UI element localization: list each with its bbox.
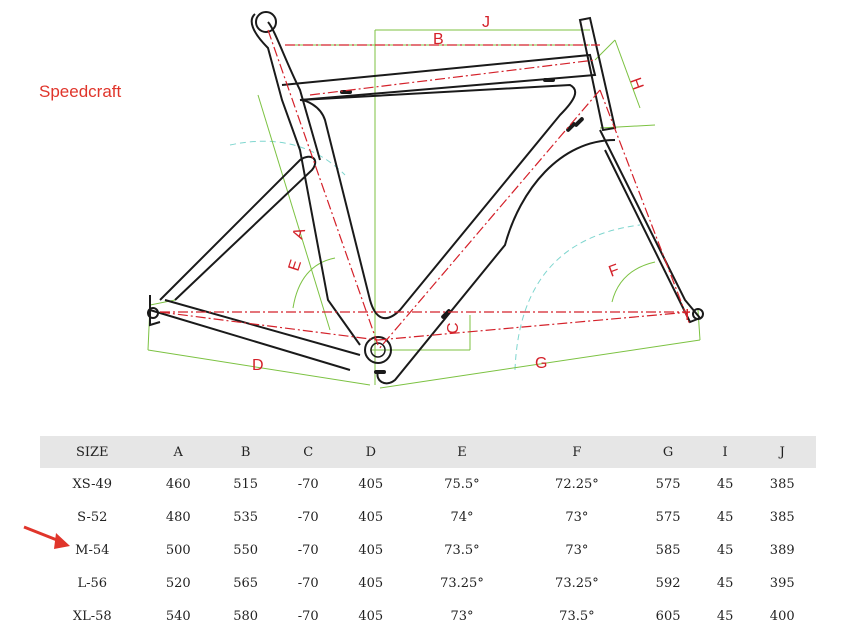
dimension-lines bbox=[159, 29, 691, 351]
dim-label-g: G bbox=[535, 355, 547, 372]
cell-d: 405 bbox=[358, 609, 384, 624]
cell-a: 520 bbox=[165, 576, 191, 591]
size-row-xl-58: XL-58 540 580 -70 405 73° 73.5° 605 45 400 bbox=[40, 600, 816, 633]
cell-g: 585 bbox=[655, 543, 681, 558]
angle-arcs bbox=[229, 140, 641, 371]
cell-d: 405 bbox=[358, 510, 384, 525]
cell-a: 460 bbox=[165, 477, 191, 492]
header-c: C bbox=[279, 436, 338, 468]
frame-tubes bbox=[149, 13, 702, 385]
bottom-bracket bbox=[364, 336, 392, 364]
cell-d: 405 bbox=[358, 576, 384, 591]
size-row-xs-49: XS-49 460 515 -70 405 75.5° 72.25° 575 45 385 bbox=[40, 468, 816, 501]
cell-c: -70 bbox=[297, 576, 319, 591]
rear-dropout bbox=[147, 307, 159, 319]
cell-a: 500 bbox=[165, 543, 191, 558]
cell-c: -70 bbox=[297, 543, 319, 558]
dim-label-e: E bbox=[286, 258, 305, 273]
cell-f: 73° bbox=[565, 543, 589, 558]
cell-j: 400 bbox=[769, 609, 795, 624]
header-i: I bbox=[701, 436, 749, 468]
cell-e: 75.5° bbox=[444, 477, 480, 492]
dim-label-d: D bbox=[252, 357, 264, 374]
cell-a: 480 bbox=[165, 510, 191, 525]
cell-g: 592 bbox=[655, 576, 681, 591]
header-j: J bbox=[748, 436, 816, 468]
size-row-s-52: S-52 480 535 -70 405 74° 73° 575 45 385 bbox=[40, 501, 816, 534]
cell-i: 45 bbox=[716, 576, 734, 591]
dim-label-b: B bbox=[433, 31, 444, 48]
highlight-arrow-icon bbox=[23, 525, 70, 549]
cell-j: 389 bbox=[769, 543, 795, 558]
header-d: D bbox=[337, 436, 405, 468]
cell-f: 73.25° bbox=[555, 576, 599, 591]
header-size: SIZE bbox=[40, 436, 145, 468]
cell-i: 45 bbox=[716, 510, 734, 525]
cell-i: 45 bbox=[716, 543, 734, 558]
size-table: SIZE A B C D E F G I J XS-49 460 515 -70 405… bbox=[40, 436, 816, 633]
cell-size: M-54 bbox=[75, 543, 110, 558]
cell-c: -70 bbox=[297, 510, 319, 525]
size-row-m-54: M-54 500 550 -70 405 73.5° 73° 585 45 389 bbox=[40, 534, 816, 567]
cell-b: 535 bbox=[233, 510, 259, 525]
cell-c: -70 bbox=[297, 609, 319, 624]
cell-d: 405 bbox=[358, 477, 384, 492]
header-g: G bbox=[634, 436, 702, 468]
dim-label-j: J bbox=[482, 14, 490, 31]
cell-b: 565 bbox=[233, 576, 259, 591]
cell-j: 385 bbox=[769, 477, 795, 492]
cell-g: 575 bbox=[655, 510, 681, 525]
front-dropout bbox=[692, 308, 704, 320]
header-e: E bbox=[404, 436, 520, 468]
cell-b: 580 bbox=[233, 609, 259, 624]
dim-label-a: A bbox=[290, 226, 310, 242]
cable-ports bbox=[340, 78, 584, 374]
cell-a: 540 bbox=[165, 609, 191, 624]
cell-e: 73° bbox=[450, 609, 474, 624]
size-row-l-56: L-56 520 565 -70 405 73.25° 73.25° 592 45 395 bbox=[40, 567, 816, 600]
seatpost-clamp bbox=[255, 11, 277, 33]
size-table-header: SIZE A B C D E F G I J bbox=[40, 436, 816, 468]
cell-i: 45 bbox=[716, 609, 734, 624]
dim-label-i: I bbox=[685, 307, 689, 324]
cell-e: 73.25° bbox=[440, 576, 484, 591]
cell-b: 550 bbox=[233, 543, 259, 558]
cell-c: -70 bbox=[297, 477, 319, 492]
dim-label-h: H bbox=[626, 76, 646, 93]
brand-name: Speedcraft bbox=[39, 82, 122, 101]
frame-geometry-diagram: J B H A E F C D G I bbox=[147, 11, 704, 389]
header-f: F bbox=[519, 436, 635, 468]
header-a: A bbox=[144, 436, 212, 468]
cell-i: 45 bbox=[716, 477, 734, 492]
bottom-bracket-inner bbox=[370, 342, 386, 358]
cell-size: L-56 bbox=[77, 576, 108, 591]
cell-size: XS-49 bbox=[72, 477, 113, 492]
cell-e: 73.5° bbox=[444, 543, 480, 558]
cell-g: 575 bbox=[655, 477, 681, 492]
cell-b: 515 bbox=[233, 477, 259, 492]
dim-label-c: C bbox=[445, 322, 462, 334]
cell-f: 73° bbox=[565, 510, 589, 525]
cell-j: 385 bbox=[769, 510, 795, 525]
cell-e: 74° bbox=[450, 510, 474, 525]
cell-g: 605 bbox=[655, 609, 681, 624]
cell-size: S-52 bbox=[77, 510, 108, 525]
cell-size: XL-58 bbox=[72, 609, 112, 624]
cell-j: 395 bbox=[769, 576, 795, 591]
cell-f: 73.5° bbox=[559, 609, 595, 624]
cell-d: 405 bbox=[358, 543, 384, 558]
dim-label-f: F bbox=[607, 261, 622, 280]
cell-f: 72.25° bbox=[555, 477, 599, 492]
header-b: B bbox=[211, 436, 280, 468]
